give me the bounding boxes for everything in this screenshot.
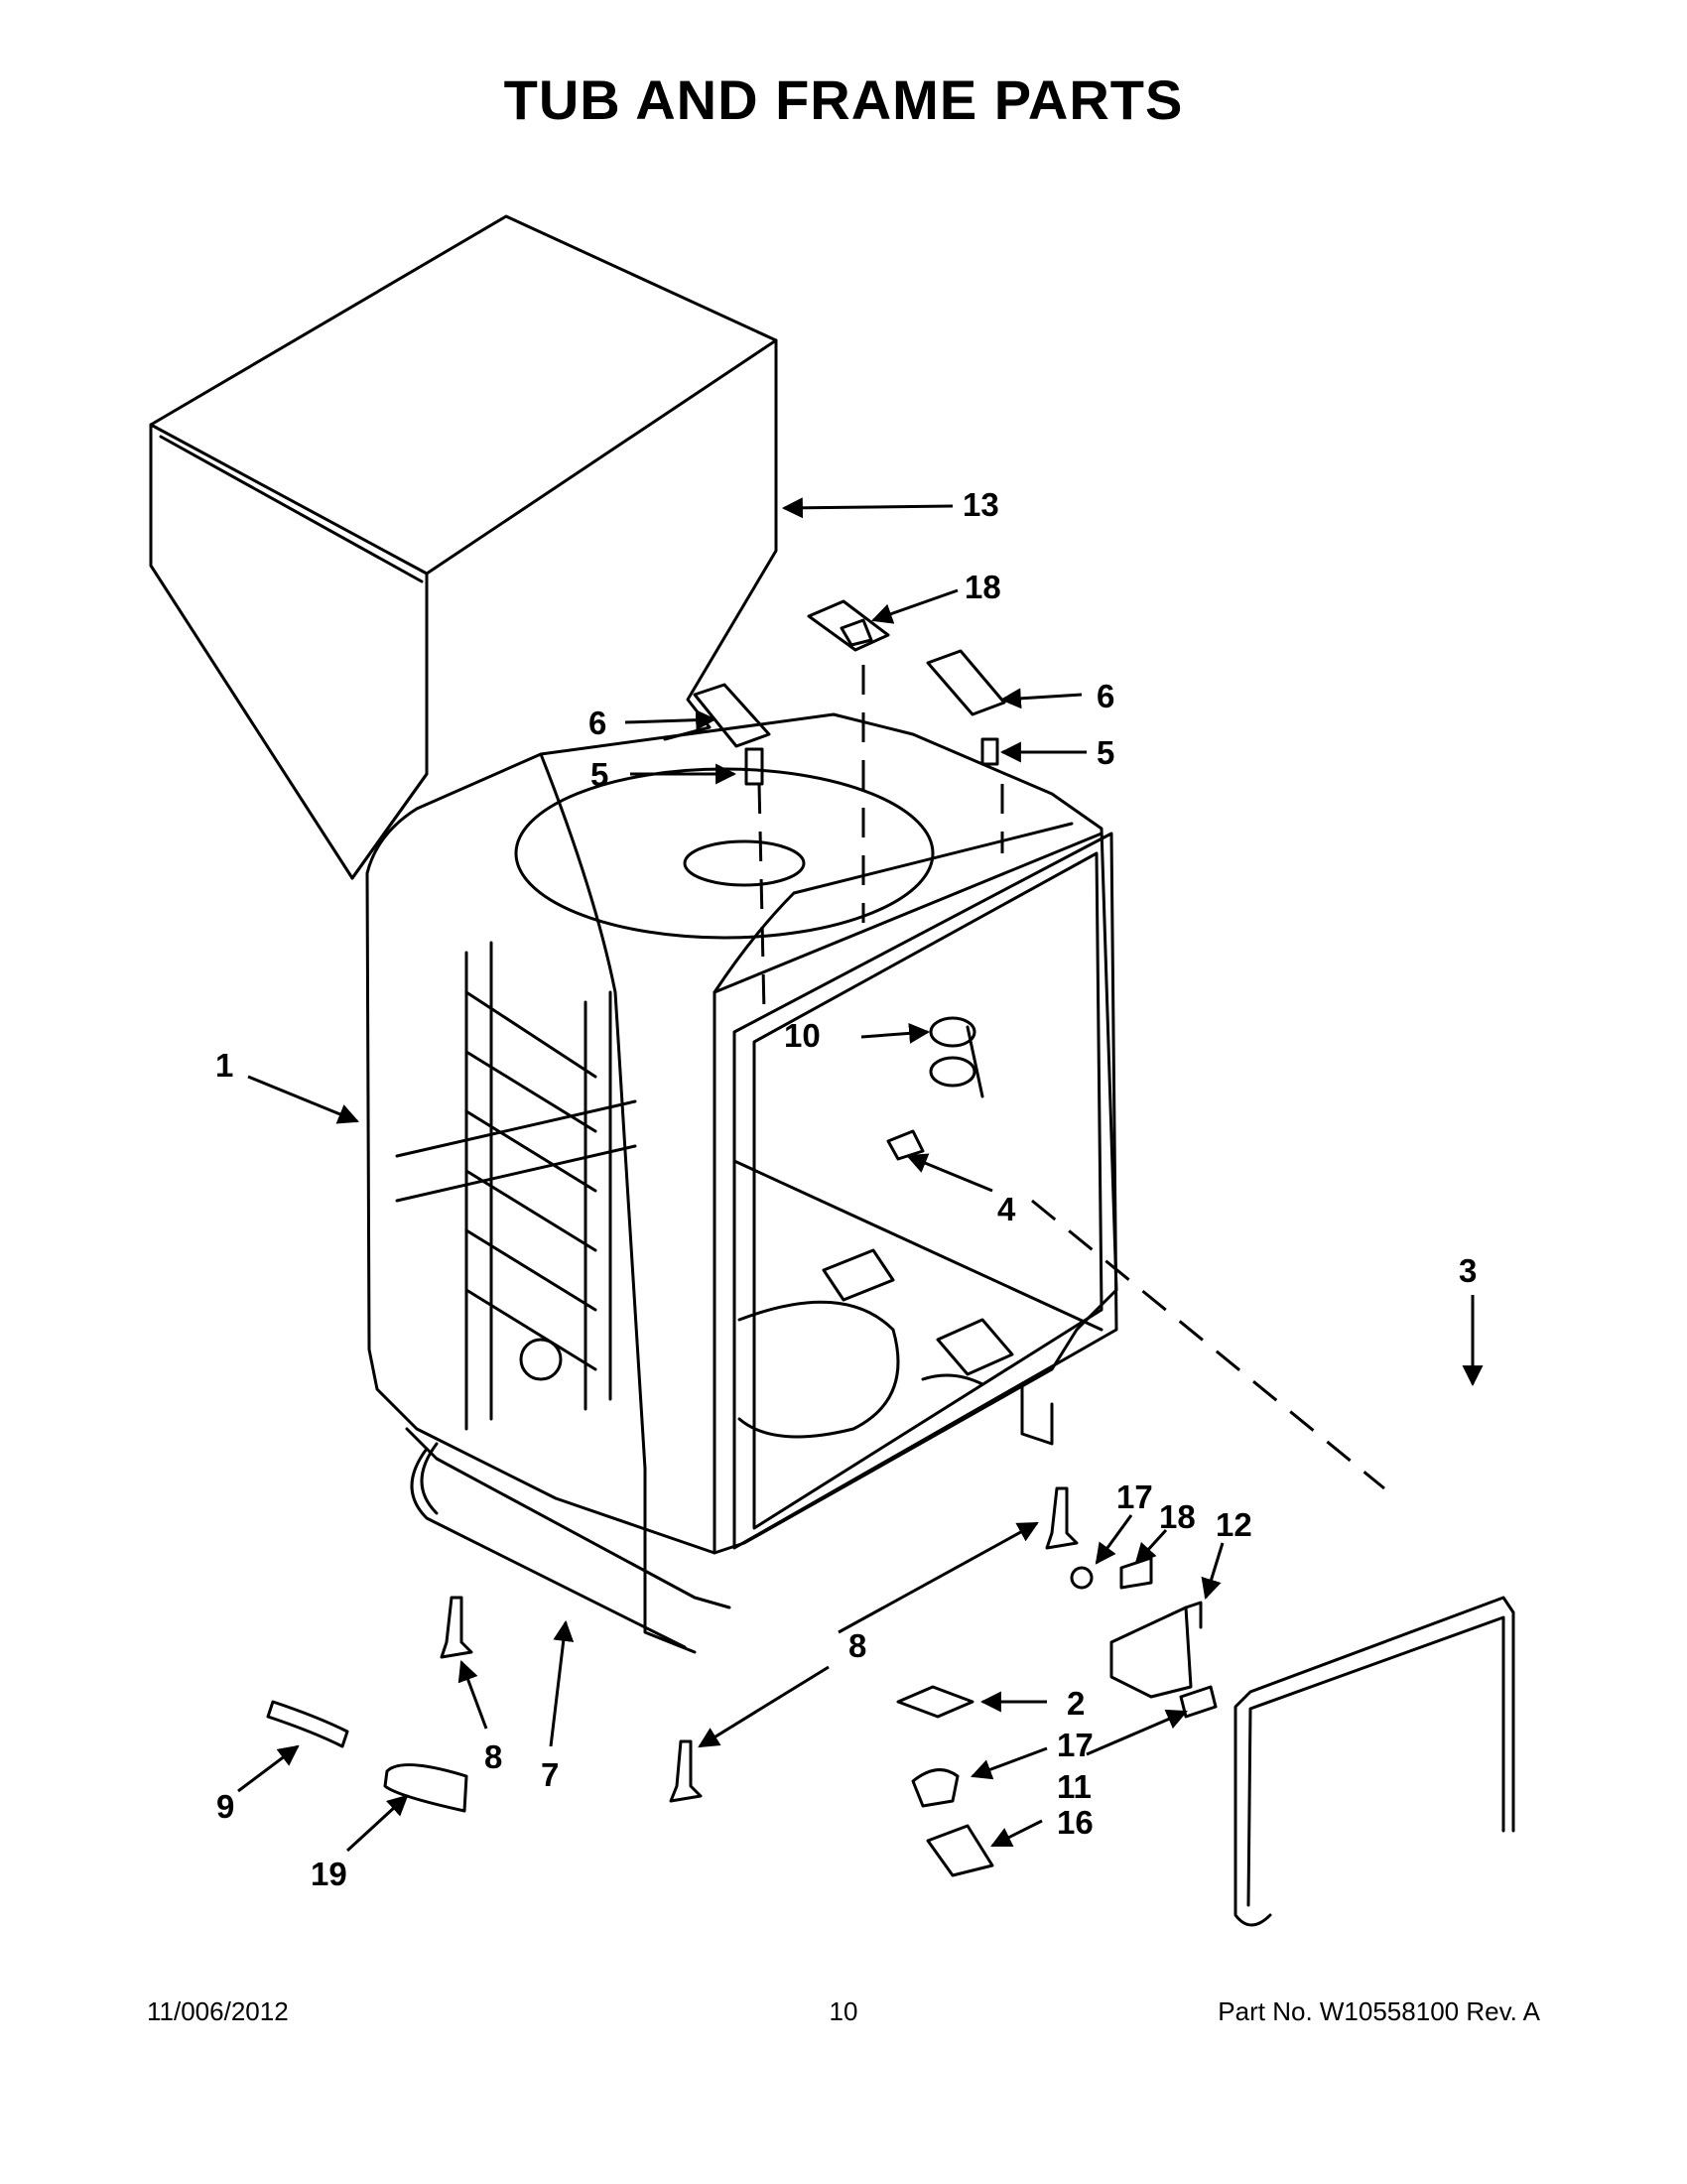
insulation-blanket-part [149, 214, 778, 880]
leader-1 [247, 1075, 359, 1124]
callout-14: 16 [1057, 1804, 1094, 1841]
callout-3: 3 [1459, 1252, 1477, 1289]
callout-11: 11 [1057, 1768, 1092, 1805]
pad-part-2 [896, 1685, 974, 1719]
callout-15: 17 [1057, 1727, 1094, 1763]
callout-18: 18 [1159, 1498, 1196, 1535]
callout-1: 1 [215, 1047, 233, 1084]
leader-9 [237, 1744, 300, 1793]
screw-part-4 [886, 1129, 925, 1161]
callout-7: 7 [541, 1756, 559, 1793]
screw-left [744, 747, 764, 786]
leader-6-left [624, 709, 717, 731]
leader-8-right [838, 1521, 1039, 1634]
callout-19: 19 [311, 1856, 347, 1892]
leader-13 [781, 497, 954, 519]
callout-4: 4 [997, 1191, 1016, 1227]
leader-18 [1134, 1528, 1168, 1565]
leader-19 [345, 1794, 409, 1853]
footer-date: 11/006/2012 [147, 1996, 289, 2026]
leader-12 [1201, 1542, 1225, 1601]
hinge-bracket-right [926, 649, 1006, 716]
leader-6-right [999, 688, 1083, 709]
screw-right [980, 737, 999, 766]
bracket-part-12 [1109, 1601, 1203, 1699]
footer-page-number: 10 [829, 1996, 858, 2026]
nut-part-17 [1070, 1566, 1094, 1590]
leader-11 [1086, 1709, 1188, 1756]
leveling-leg-right [1045, 1486, 1079, 1550]
callout-16: 18 [965, 569, 1001, 605]
leveling-leg-left [440, 1596, 473, 1659]
screw-part-11 [1179, 1685, 1218, 1719]
leader-8-front [698, 1665, 830, 1748]
leveling-leg-front [669, 1739, 703, 1803]
bracket-part-14 [926, 1824, 994, 1877]
callout-10: 10 [784, 1017, 821, 1054]
callout-6-left: 6 [588, 705, 606, 741]
leader-7 [549, 1619, 575, 1747]
page-title: TUB AND FRAME PARTS [503, 68, 1184, 131]
footer-part-number: Part No. W10558100 Rev. A [1218, 1996, 1540, 2026]
leader-14 [990, 1819, 1043, 1848]
callout-8-left: 8 [484, 1738, 502, 1775]
callout-12: 12 [1216, 1506, 1252, 1543]
cam-part-10 [929, 1016, 984, 1098]
leader-17 [1095, 1514, 1133, 1565]
bracket-part-16 [807, 599, 890, 652]
leader-4 [906, 1153, 993, 1193]
leader-15 [971, 1746, 1048, 1780]
leader-10 [860, 1022, 931, 1044]
door-gasket-part [1233, 1596, 1515, 1927]
switch-part-15 [911, 1768, 960, 1808]
callout-17: 17 [1116, 1478, 1153, 1515]
callout-2: 2 [1067, 1685, 1085, 1722]
callout-5-right: 5 [1097, 734, 1114, 771]
leader-8-left [457, 1660, 488, 1730]
callout-13: 13 [963, 486, 999, 523]
spring-part-9 [266, 1700, 349, 1748]
leader-16 [871, 588, 959, 624]
callout-9: 9 [216, 1788, 234, 1825]
tub-part [365, 712, 1118, 1654]
callout-8-right: 8 [848, 1627, 866, 1664]
cap-part-19 [383, 1763, 468, 1813]
callout-6-right: 6 [1097, 678, 1114, 714]
callout-5-left: 5 [590, 756, 608, 793]
hinge-bracket-left [693, 683, 771, 748]
